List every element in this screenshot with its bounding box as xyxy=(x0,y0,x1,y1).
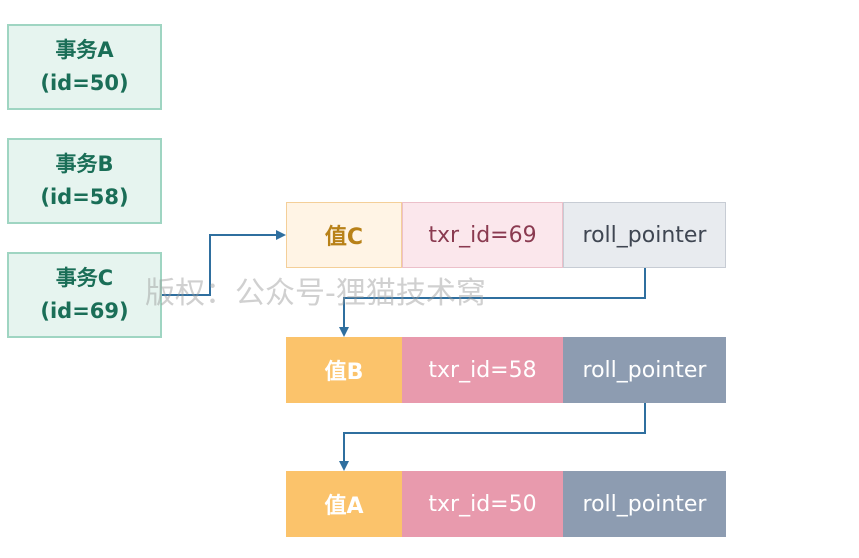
roll-pointer-cell: roll_pointer xyxy=(563,202,726,268)
txr-id-cell: txr_id=58 xyxy=(402,337,563,403)
transaction-a-box: 事务A (id=50) xyxy=(7,24,162,110)
transaction-id: (id=58) xyxy=(40,185,129,209)
arrow-pointer-b-to-a xyxy=(339,403,646,471)
transaction-name: 事务A xyxy=(55,38,114,62)
txr-id-cell: txr_id=50 xyxy=(402,471,563,537)
transaction-id: (id=50) xyxy=(40,71,129,95)
version-row-a: 值A txr_id=50 roll_pointer xyxy=(286,471,726,537)
version-row-c: 值C txr_id=69 roll_pointer xyxy=(286,202,726,268)
value-cell: 值A xyxy=(286,471,402,537)
value-cell: 值B xyxy=(286,337,402,403)
arrow-txn-c-to-value-c xyxy=(162,230,286,296)
version-row-b: 值B txr_id=58 roll_pointer xyxy=(286,337,726,403)
roll-pointer-cell: roll_pointer xyxy=(563,471,726,537)
transaction-b-box: 事务B (id=58) xyxy=(7,138,162,224)
value-cell: 值C xyxy=(286,202,402,268)
roll-pointer-cell: roll_pointer xyxy=(563,337,726,403)
transaction-c-box: 事务C (id=69) xyxy=(7,252,162,338)
arrow-pointer-c-to-b xyxy=(339,268,646,337)
transaction-name: 事务B xyxy=(55,152,114,176)
txr-id-cell: txr_id=69 xyxy=(402,202,563,268)
transaction-name: 事务C xyxy=(55,266,114,290)
transaction-id: (id=69) xyxy=(40,299,129,323)
